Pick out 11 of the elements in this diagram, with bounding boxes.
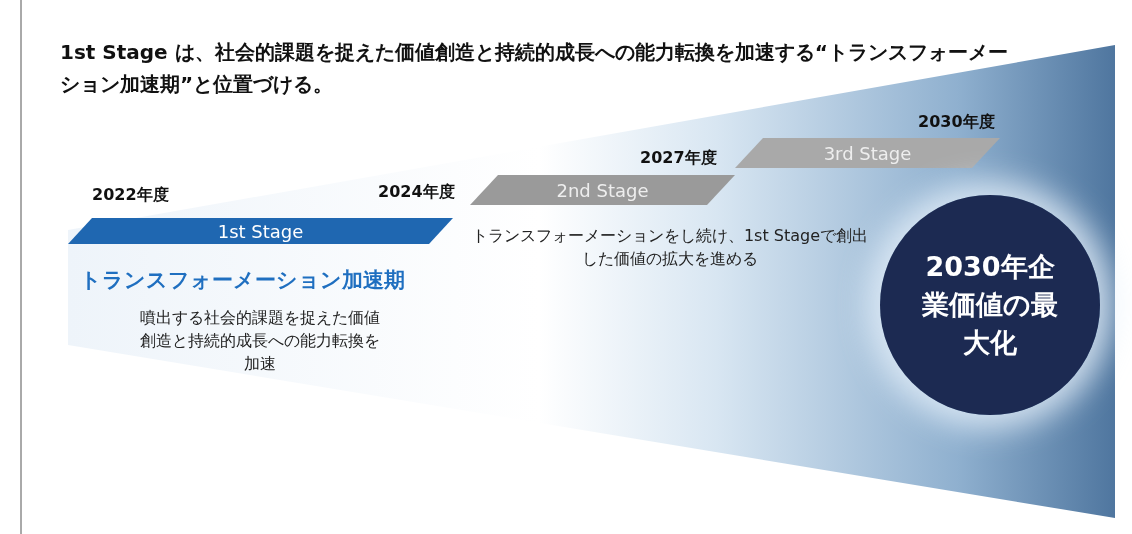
phase-heading: トランスフォーメーション加速期 [80,267,406,294]
stage-banner: 1st Stage [68,218,453,244]
year-label: 2022年度 [92,185,169,206]
stage-banner: 2nd Stage [470,175,735,205]
title: 1st Stage は、社会的課題を捉えた価値創造と持続的成長への能力転換を加速する“トランスフォーメーション加速期”と位置づける。 [60,39,1009,98]
year-label: 2030年度 [918,112,995,133]
year-label: 2027年度 [640,148,717,169]
stage-description: トランスフォーメーションをし続け、1st Stageで創出した価値の拡大を進める [470,225,870,270]
stage-banner: 3rd Stage [735,138,1000,168]
year-label: 2024年度 [378,182,455,203]
phase-description: 噴出する社会的課題を捉えた価値創造と持続的成長への能力転換を加速 [139,307,381,375]
